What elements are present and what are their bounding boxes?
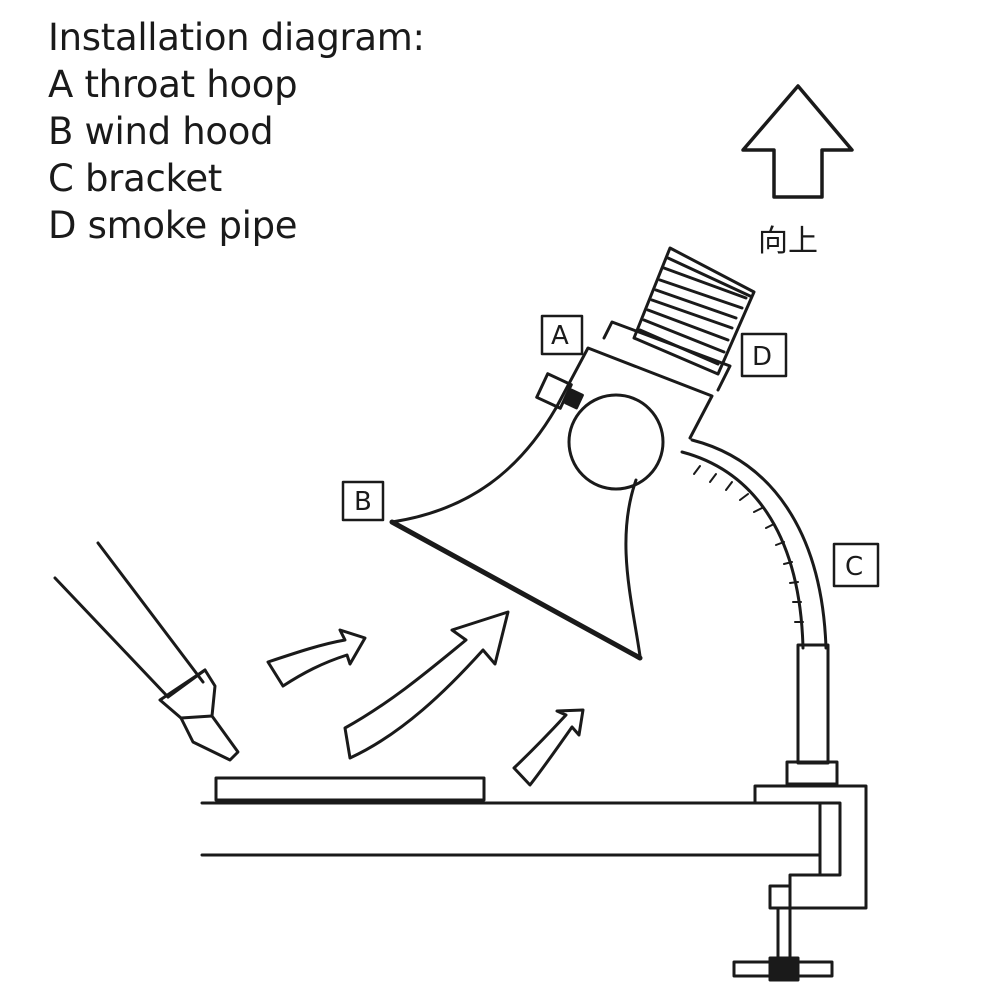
up-arrow-icon	[741, 84, 854, 199]
workbench-table	[200, 801, 822, 857]
airflow-arrow-icon	[512, 708, 585, 787]
wind-hood	[389, 406, 643, 661]
legend: Installation diagram: A throat hoop B wi…	[48, 14, 568, 249]
callout-d-label: D	[752, 342, 772, 372]
table-clamp	[732, 784, 868, 982]
throat-hoop	[535, 320, 732, 491]
callout-b-label: B	[354, 487, 372, 517]
airflow-arrow-icon	[266, 628, 367, 688]
workpiece-board	[214, 776, 486, 802]
legend-item-b: B wind hood	[48, 110, 274, 153]
smoke-pipe	[632, 246, 756, 376]
legend-title: Installation diagram:	[48, 16, 425, 59]
airflow-arrow-icon	[343, 610, 510, 760]
callout-c: C	[832, 542, 880, 588]
callout-d: D	[740, 332, 788, 378]
callout-b: B	[341, 480, 385, 522]
legend-item-d: D smoke pipe	[48, 204, 298, 247]
soldering-iron	[53, 541, 240, 762]
callout-c-label: C	[845, 552, 863, 582]
up-label: 向上	[758, 224, 818, 259]
legend-item-a: A throat hoop	[48, 63, 298, 106]
callout-a-label: A	[551, 321, 569, 351]
legend-item-c: C bracket	[48, 157, 222, 200]
bracket	[680, 438, 839, 786]
callout-a: A	[540, 314, 584, 356]
